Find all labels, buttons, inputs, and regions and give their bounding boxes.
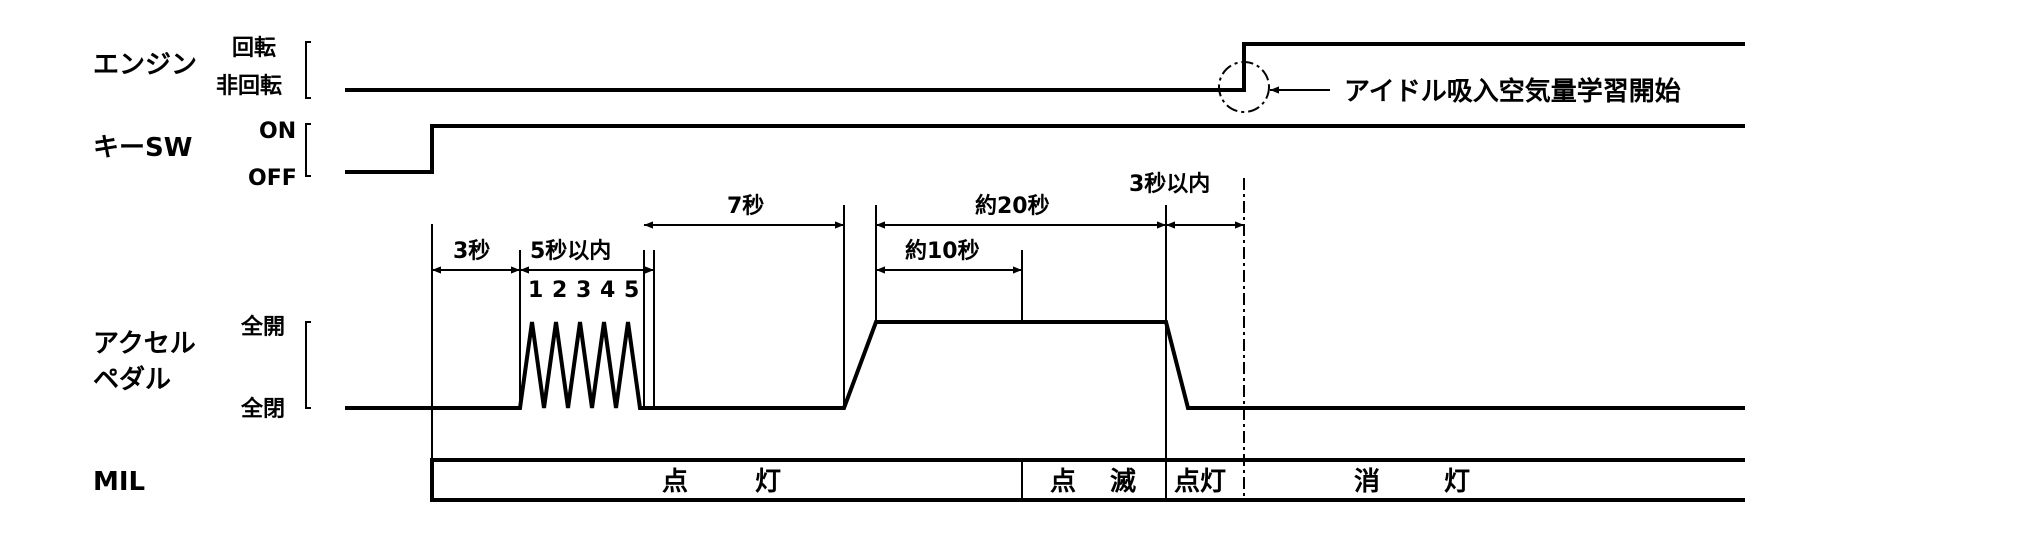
mil-lit-char-2: 灯 [755,467,781,497]
key-sw-state-off: OFF [248,166,297,191]
key-sw-level-bracket [305,123,311,177]
mil-label: MIL [93,467,145,497]
engine-start-circle [1218,61,1270,113]
span-7s-label: 7秒 [727,194,764,219]
key-sw-label: キーSW [93,133,192,163]
span-3s-within-label: 3秒以内 [1129,172,1210,197]
mil-off-char-2: 灯 [1444,467,1470,497]
mil-lit-char-1: 点 [662,466,688,497]
pump-number-2: 2 [552,278,567,303]
engine-state-on: 回転 [232,35,276,61]
accel-label-line1: アクセル [93,329,196,359]
mil-off-char-1: 消 [1354,467,1380,497]
accel-label-line2: ペダル [93,364,171,395]
mil-lit-short: 点灯 [1174,466,1226,497]
engine-note: アイドル吸入空気量学習開始 [1344,76,1681,107]
mil-blink-char-2: 滅 [1110,467,1136,497]
engine-state-off: 非回転 [216,73,282,99]
span-20s-label: 約20秒 [975,193,1050,219]
span-5s-label: 5秒以内 [530,239,611,264]
engine-signal [345,42,1745,92]
accel-signal [345,320,1745,410]
key-sw-signal [345,124,1745,174]
pump-number-4: 4 [600,278,615,303]
accel-state-closed: 全閉 [240,396,285,422]
engine-level-bracket [305,41,311,99]
key-sw-state-on: ON [259,119,296,144]
accel-level-bracket [305,321,311,409]
pump-number-5: 5 [624,278,639,303]
span-3s-label: 3秒 [453,239,490,264]
pump-number-1: 1 [528,278,543,303]
mil-blink-char-1: 点 [1050,466,1076,497]
accel-state-open: 全開 [240,314,285,340]
span-10s-label: 約10秒 [905,238,980,264]
engine-label: エンジン [93,50,197,80]
pump-number-3: 3 [576,278,591,303]
